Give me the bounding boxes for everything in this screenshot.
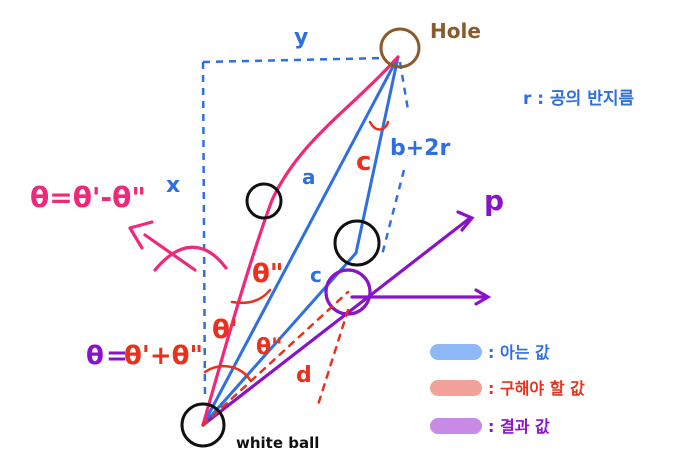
a-label: a (302, 165, 316, 189)
d-label: d (296, 363, 312, 388)
red-dashed-line-down (316, 308, 350, 407)
pink-lines (128, 55, 400, 427)
purple-line-to-p (201, 216, 472, 427)
dashed-right-upper-line (398, 61, 410, 111)
red-dashed-d-line (201, 290, 350, 427)
c-red-label: c (356, 147, 371, 177)
radius-note: r : 공의 반지름 (523, 89, 634, 109)
y-label: y (294, 25, 308, 50)
purple-arrow-head-p (456, 210, 475, 232)
obstacle-ball-circle (245, 182, 283, 220)
hole-label: Hole (430, 19, 481, 43)
formula-sum-equals: = (106, 341, 128, 371)
legend-swatch-result (430, 418, 482, 434)
legend: : 아는 값 : 구해야 할 값 : 결과 값 (430, 343, 585, 436)
formula-sum-rhs: θ'+θ" (124, 341, 203, 371)
legend-label-to-find: : 구해야 할 값 (488, 379, 585, 398)
target-ball-circle (333, 219, 381, 267)
formula-sum: θ = θ'+θ" (86, 341, 203, 371)
dashed-left-line (201, 61, 207, 401)
dashed-right-lower-line (380, 169, 406, 256)
blue-line-to-target-ball (201, 251, 358, 427)
red-angle-arc-upper (230, 288, 272, 305)
dashed-frame (201, 56, 410, 401)
p-label: p (484, 184, 504, 217)
white-ball-circle (180, 402, 226, 448)
red-angle-arc-lower (203, 364, 252, 382)
hole-circle (379, 27, 421, 69)
pink-arrow-shaft (143, 233, 197, 272)
b-plus-2r-label: b+2r (390, 136, 450, 161)
pink-curve-a (201, 55, 400, 427)
c-blue-label: c (310, 263, 322, 287)
dashed-top-line (202, 56, 386, 64)
white-ball-label: white ball (236, 434, 319, 452)
formula-difference: θ=θ'-θ" (30, 181, 146, 214)
x-label: x (166, 173, 180, 198)
blue-line-to-hole (201, 55, 400, 427)
pink-arrow-head (128, 220, 154, 250)
legend-swatch-to-find (430, 380, 482, 396)
pink-arc (153, 245, 228, 272)
legend-label-result: : 결과 값 (488, 417, 550, 436)
legend-label-known: : 아는 값 (488, 343, 550, 362)
legend-swatch-known (430, 344, 482, 360)
theta-prime-label: θ' (212, 315, 238, 345)
theta-double-prime-lower: θ" (256, 335, 283, 360)
theta-double-prime-upper: θ" (252, 259, 283, 289)
black-circles (180, 182, 381, 448)
red-angle-arc-c (368, 120, 390, 131)
purple-arrow-head-horizontal (474, 288, 492, 306)
purple-lines (201, 210, 492, 427)
red-marks (201, 120, 390, 427)
formula-sum-theta: θ (86, 341, 104, 371)
